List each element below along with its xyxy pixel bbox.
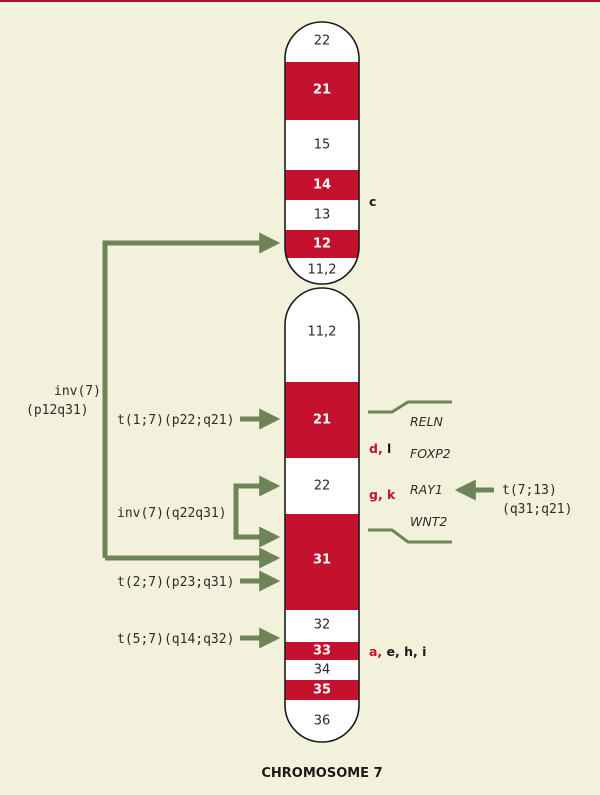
diagram-title: CHROMOSOME 7 (261, 766, 382, 781)
p-band-label-12: 12 (313, 237, 331, 252)
ref-a: a, (369, 644, 382, 659)
p-arm (285, 22, 359, 284)
q-band-label-11-2: 11,2 (308, 325, 337, 340)
ref-d-l: d, l (369, 441, 391, 456)
ref-g: g, (369, 487, 383, 502)
q-band-label-36: 36 (314, 714, 331, 729)
q-band-34 (285, 660, 359, 680)
p-band-label-15: 15 (314, 138, 331, 153)
q-arm-outline (284, 287, 360, 743)
label-t1-7: t(1;7)(p22;q21) (117, 413, 234, 428)
q-band-label-32: 32 (314, 618, 331, 633)
gene-line-wnt2 (368, 528, 452, 544)
q-band-label-22: 22 (314, 479, 331, 494)
label-inv7-p12q31-line2: (p12q31) (26, 403, 89, 418)
q-band-label-33: 33 (313, 644, 331, 659)
gene-ray1: RAY1 (410, 482, 443, 497)
q-band-label-35: 35 (313, 683, 331, 698)
label-t2-7: t(2;7)(p23;q31) (117, 575, 234, 590)
p-band-21 (285, 62, 359, 120)
p-band-label-11-2: 11,2 (308, 263, 337, 278)
q-band-21 (285, 382, 359, 458)
q-band-label-21: 21 (313, 413, 331, 428)
ref-d: d, (369, 441, 383, 456)
label-t7-13-line1: t(7;13) (502, 483, 557, 498)
arrow-inv7-q22-to-31 (233, 512, 281, 548)
q-band-33 (285, 642, 359, 660)
q-band-label-34: 34 (314, 663, 331, 678)
ref-c: c (369, 194, 376, 209)
label-t7-13-line2: (q31;q21) (502, 502, 572, 517)
label-inv7-p12q31-line1: inv(7) (54, 384, 101, 399)
p-band-label-22: 22 (314, 34, 331, 49)
q-band-22 (285, 458, 359, 514)
ref-l: l (383, 441, 392, 456)
p-band-label-14: 14 (313, 178, 331, 193)
p-band-13 (285, 200, 359, 230)
ref-ehi: e, h, i (382, 644, 426, 659)
p-band-label-21: 21 (313, 83, 331, 98)
ref-a-ehi: a, e, h, i (369, 644, 426, 659)
arrow-inv7-q22-to-22 (233, 475, 281, 512)
q-band-label-31: 31 (313, 553, 331, 568)
q-arm (285, 288, 359, 742)
gene-foxp2: FOXP2 (410, 446, 451, 461)
p-band-label-13: 13 (314, 208, 331, 223)
q-band-32 (285, 610, 359, 642)
p-arm-outline (284, 21, 360, 285)
ref-k: k (383, 487, 396, 502)
q-band-35 (285, 680, 359, 700)
label-inv7-q22q31: inv(7)(q22q31) (117, 506, 227, 521)
label-t5-7: t(5;7)(q14;q32) (117, 632, 234, 647)
gene-reln: RELN (410, 414, 444, 429)
top-border-line (0, 0, 600, 2)
p-band-14 (285, 170, 359, 200)
q-band-31 (285, 514, 359, 610)
p-band-15 (285, 120, 359, 170)
arrow-inv7-p12-to-12 (102, 232, 281, 558)
gene-wnt2: WNT2 (410, 514, 447, 529)
p-band-12 (285, 230, 359, 258)
gene-line-reln (368, 400, 452, 414)
ref-g-k: g, k (369, 487, 396, 502)
q-band-11-2 (285, 288, 359, 382)
